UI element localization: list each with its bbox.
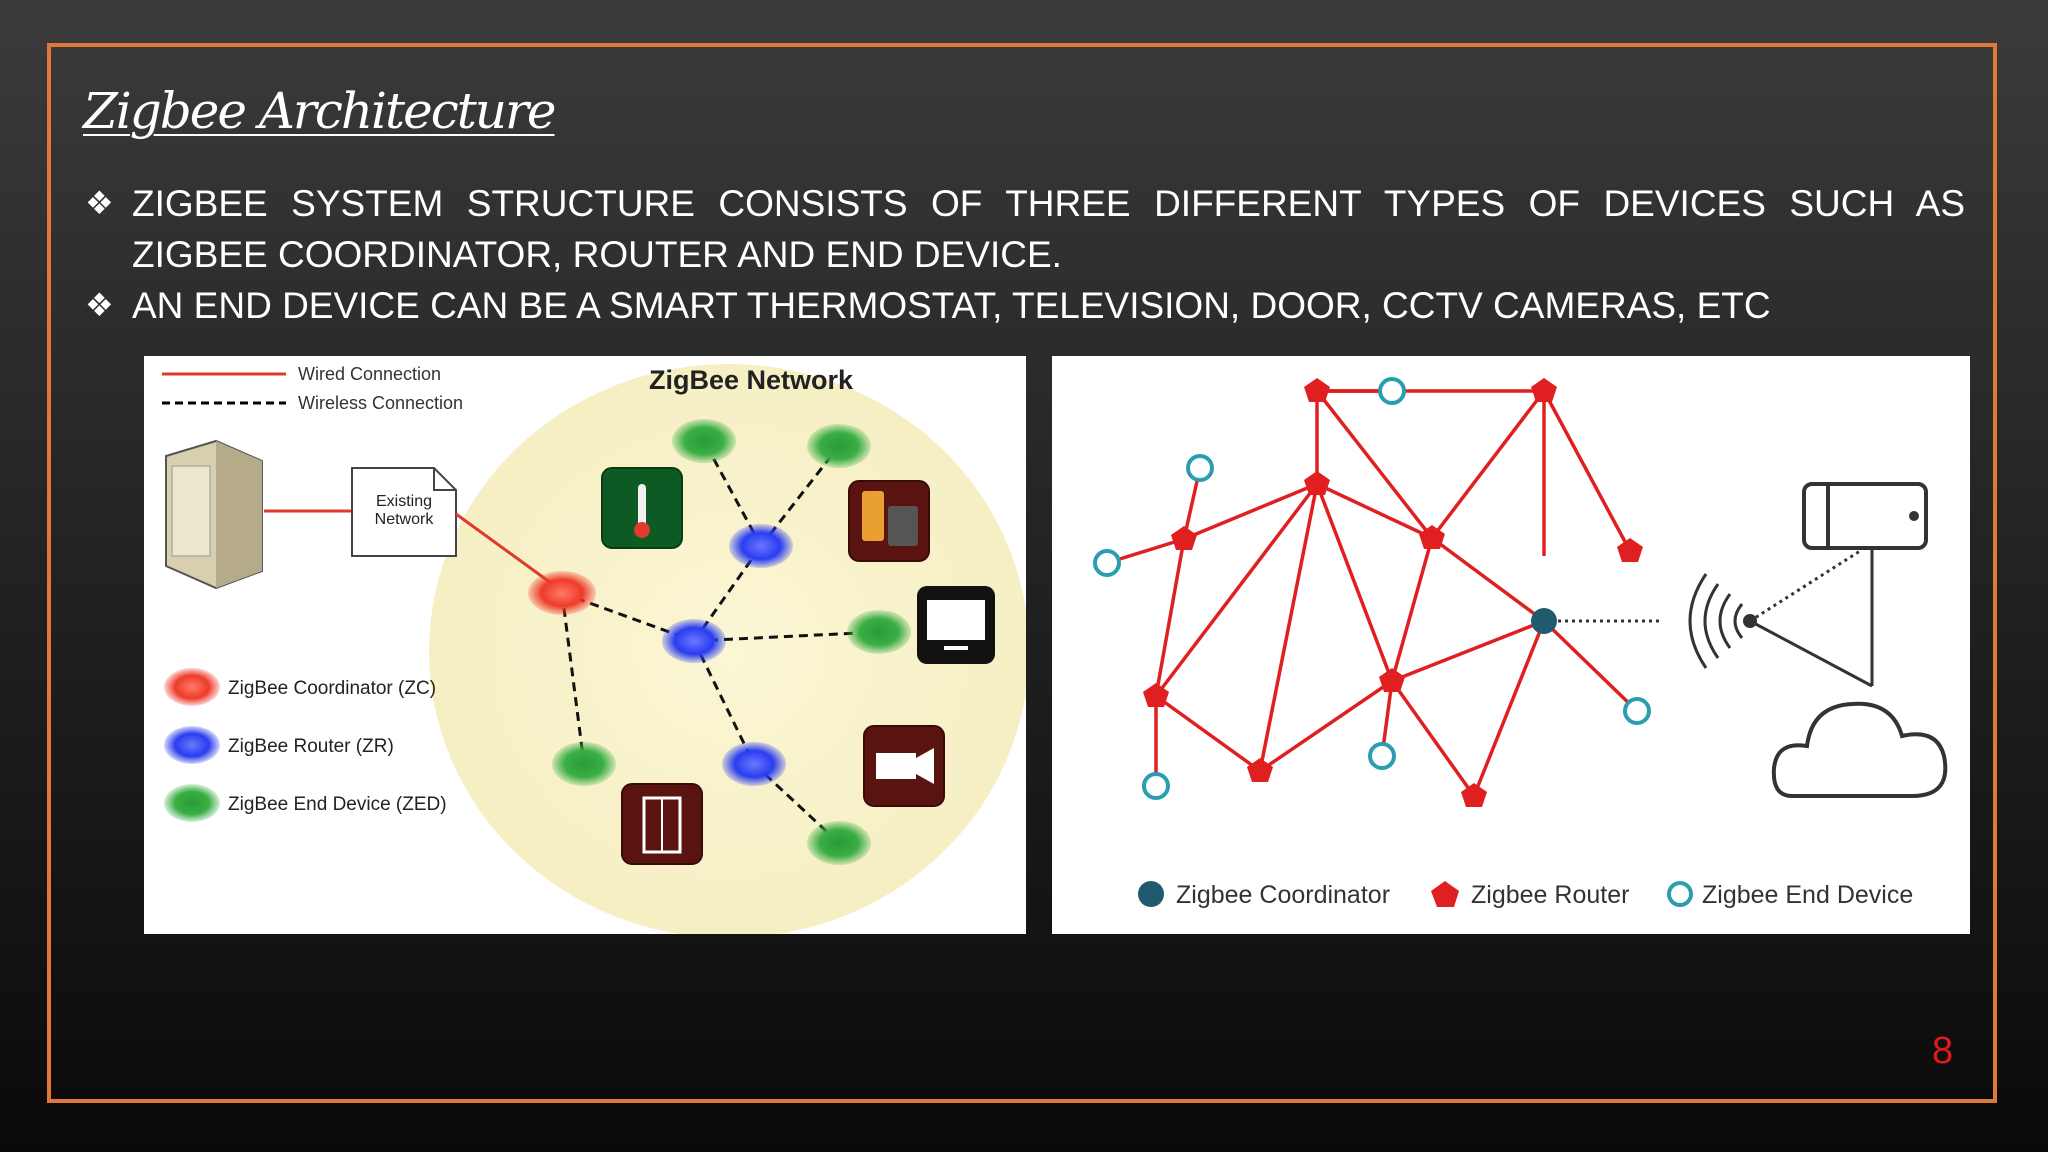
end-device-node [552,742,616,786]
coordinator-legend-icon [164,668,220,706]
router-legend-label: ZigBee Router (ZR) [228,736,394,757]
diamond-bullet-icon: ❖ [85,185,114,221]
slide-title: Zigbee Architecture [83,82,556,140]
existing-network-document-icon [351,467,457,557]
zigbee-network-diagram: Wired Connection Wireless Connection Zig… [144,356,1026,934]
router-node [722,742,786,786]
end-device-node [807,821,871,865]
router-legend-label: Zigbee Router [1471,881,1629,909]
router-nodes [1143,378,1643,807]
end-device-legend-label: Zigbee End Device [1702,881,1913,909]
bullet-text: AN END DEVICE CAN BE A SMART THERMOSTAT,… [132,285,1771,326]
end-device-legend-icon [164,784,220,822]
coordinator-legend-icon [1138,881,1164,907]
end-device-nodes [1093,377,1651,800]
wireless-legend-label: Wireless Connection [298,393,463,413]
coordinator-node [1531,608,1557,634]
router-legend-icon [164,726,220,764]
diamond-bullet-icon: ❖ [85,287,114,323]
coordinator-legend-label: ZigBee Coordinator (ZC) [228,678,436,699]
bullet-list: ❖ ZIGBEE SYSTEM STRUCTURE CONSISTS OF TH… [85,178,1965,331]
bullet-item: ❖ ZIGBEE SYSTEM STRUCTURE CONSISTS OF TH… [85,178,1965,280]
network-title: ZigBee Network [649,365,854,395]
wireless-link [1749,549,1861,623]
door-icon [621,783,703,865]
router-node [729,524,793,568]
cloud-icon [1771,701,1948,798]
bullet-text: ZIGBEE SYSTEM STRUCTURE CONSISTS OF THRE… [132,183,1965,275]
thermostat-icon [601,467,683,549]
end-device-legend-label: ZigBee End Device (ZED) [228,794,447,815]
page-number: 8 [1932,1030,1954,1072]
coordinator-legend-label: Zigbee Coordinator [1176,881,1390,909]
mesh-links [1106,389,1639,798]
wifi-signal-icon [1688,573,1744,669]
zigbee-mesh-svg: Zigbee Coordinator Zigbee Router Zigbee … [1093,377,1948,909]
end-device-legend-icon [1667,881,1693,907]
end-device-node [807,424,871,468]
zigbee-network-svg: Wired Connection Wireless Connection Zig… [162,364,1026,934]
cloud-link [1749,619,1873,688]
router-legend-icon [1431,881,1459,907]
battery-icon [848,480,930,562]
wired-legend-label: Wired Connection [298,364,441,384]
end-device-node [672,419,736,463]
television-icon [917,586,995,664]
coordinator-node [528,571,596,615]
slide-frame [47,43,1997,1103]
router-node [662,619,726,663]
end-device-node [847,610,911,654]
zigbee-mesh-diagram: Zigbee Coordinator Zigbee Router Zigbee … [1052,356,1970,934]
server-icon [165,439,263,590]
bullet-item: ❖ AN END DEVICE CAN BE A SMART THERMOSTA… [85,280,1965,331]
smartphone-icon [1802,482,1928,550]
cctv-camera-icon [863,725,945,807]
